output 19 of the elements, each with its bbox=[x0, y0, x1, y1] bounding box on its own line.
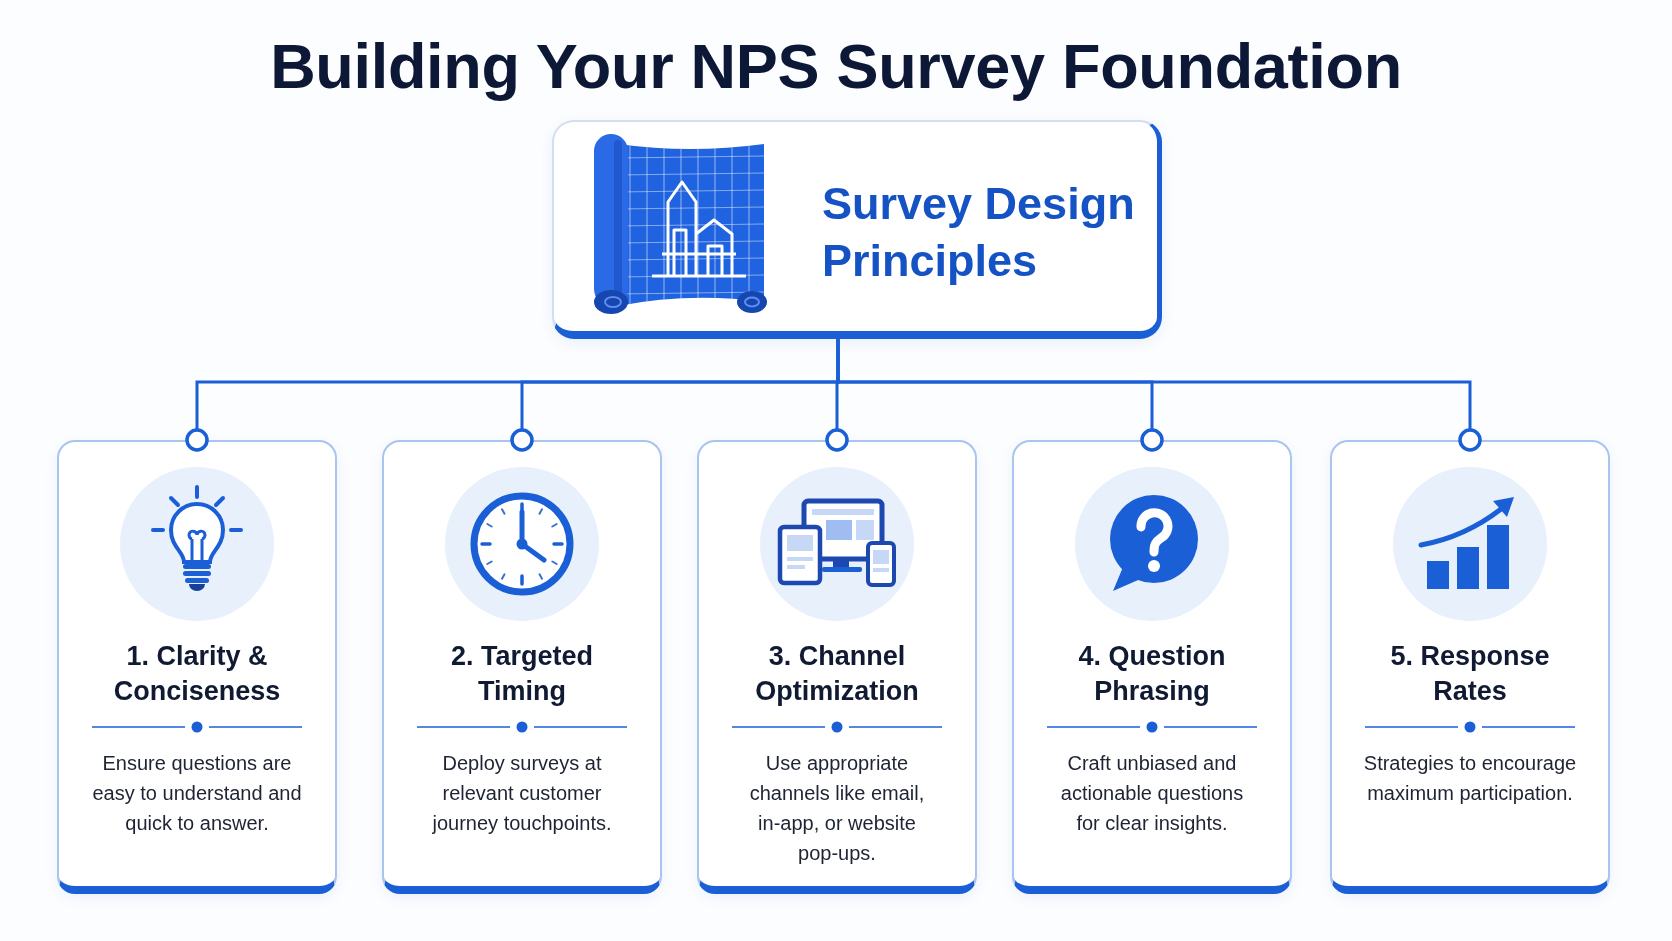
card-description: Deploy surveys at relevant customer journey touchpoints. bbox=[431, 751, 613, 836]
page-title: Building Your NPS Survey Foundation bbox=[270, 30, 1402, 103]
principle-card bbox=[697, 440, 977, 894]
card-title: 1. Clarity & Conciseness bbox=[112, 640, 282, 708]
card-description: Use appropriate channels like email, in-app, or website pop-ups. bbox=[748, 751, 926, 866]
card-title: 2. Targeted Timing bbox=[449, 640, 594, 708]
principle-card bbox=[57, 440, 337, 894]
topic-box bbox=[552, 120, 1162, 339]
card-description: Craft unbiased and actionable questions for clear insights. bbox=[1059, 751, 1245, 836]
card-title: 5. Response Rates bbox=[1389, 640, 1551, 708]
card-title: 3. Channel Optimization bbox=[754, 640, 920, 708]
card-description: Ensure questions are easy to understand and quick to answer. bbox=[91, 751, 303, 836]
card-description: Strategies to encourage maximum participation. bbox=[1362, 751, 1578, 806]
principle-card bbox=[1330, 440, 1610, 894]
principle-card bbox=[1012, 440, 1292, 894]
principle-card bbox=[382, 440, 662, 894]
card-title: 4. Question Phrasing bbox=[1077, 640, 1227, 708]
box-title: Survey Design Principles bbox=[822, 177, 1136, 288]
connector-line bbox=[836, 339, 1482, 452]
